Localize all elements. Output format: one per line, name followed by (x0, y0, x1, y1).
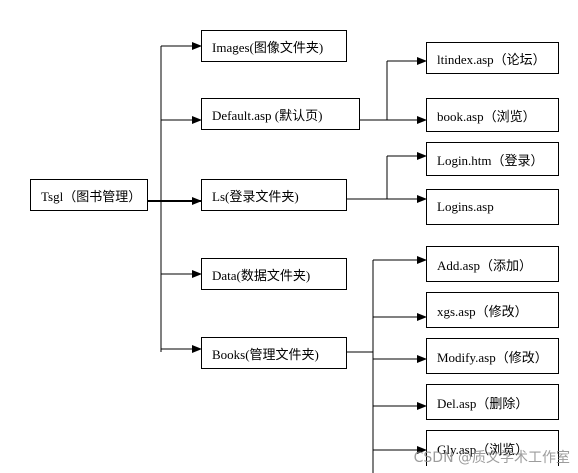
root-node: Tsgl（图书管理） (30, 179, 148, 211)
node-book: book.asp（浏览） (426, 98, 559, 132)
node-images-label: Images(图像文件夹) (212, 39, 324, 55)
node-add-label: Add.asp（添加） (437, 257, 532, 273)
node-books-label: Books(管理文件夹) (212, 346, 319, 362)
node-logins: Logins.asp (426, 189, 559, 225)
node-del: Del.asp（删除） (426, 384, 559, 420)
node-ls-label: Ls(登录文件夹) (212, 188, 299, 204)
node-xgs: xgs.asp（修改） (426, 292, 559, 328)
node-del-label: Del.asp（删除） (437, 395, 529, 411)
node-gly: Gly.asp（浏览） (426, 430, 559, 466)
node-books: Books(管理文件夹) (201, 337, 347, 369)
watermark: CSDN @质文学术工作室 (413, 450, 570, 466)
node-book-label: book.asp（浏览） (437, 108, 536, 124)
root-label: Tsgl（图书管理） (41, 188, 142, 204)
node-ltindex: ltindex.asp（论坛） (426, 42, 559, 74)
node-xgs-label: xgs.asp（修改） (437, 303, 528, 319)
node-default-label: Default.asp (默认页) (212, 107, 323, 123)
node-images: Images(图像文件夹) (201, 30, 347, 62)
node-data: Data(数据文件夹) (201, 258, 347, 290)
node-ls: Ls(登录文件夹) (201, 179, 347, 211)
node-gly-label: Gly.asp（浏览） (437, 442, 529, 457)
node-ltindex-label: ltindex.asp（论坛） (437, 51, 546, 67)
node-default: Default.asp (默认页) (201, 98, 360, 130)
node-modify-label: Modify.asp（修改） (437, 349, 548, 365)
node-modify: Modify.asp（修改） (426, 338, 559, 374)
node-add: Add.asp（添加） (426, 246, 559, 282)
node-login: Login.htm（登录） (426, 142, 559, 176)
node-login-label: Login.htm（登录） (437, 152, 544, 168)
node-data-label: Data(数据文件夹) (212, 267, 311, 283)
node-logins-label: Logins.asp (437, 199, 494, 214)
